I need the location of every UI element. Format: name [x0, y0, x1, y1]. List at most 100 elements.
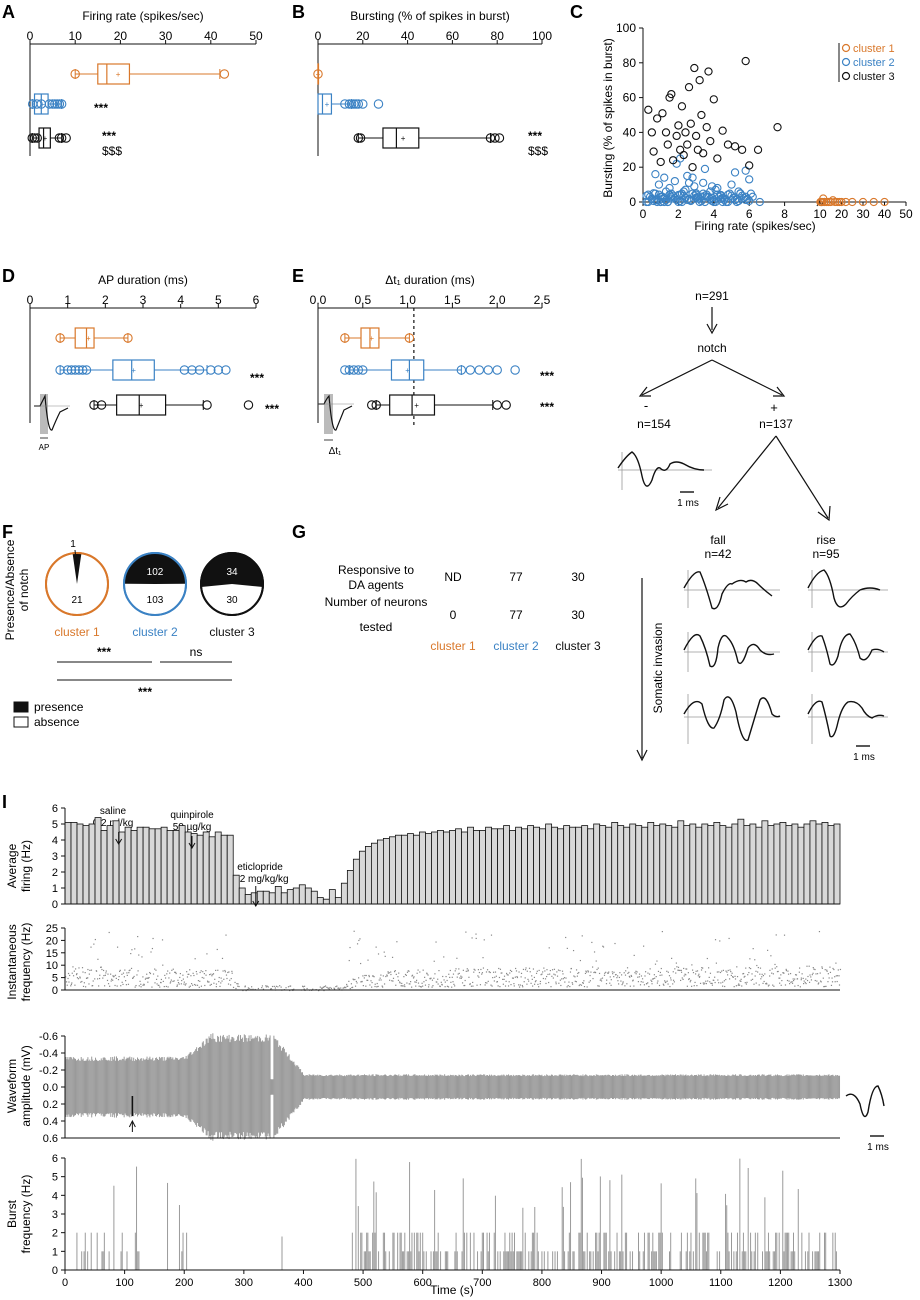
- frequency-point: [549, 973, 551, 975]
- frequency-point: [346, 983, 348, 986]
- frequency-point: [324, 985, 326, 988]
- bar: [683, 825, 691, 905]
- frequency-point: [728, 937, 730, 940]
- frequency-point: [175, 972, 177, 975]
- bar: [677, 820, 685, 905]
- frequency-point: [630, 974, 632, 977]
- bar: [815, 823, 823, 905]
- tick-label: 1.5: [444, 293, 461, 307]
- scatter-point: [704, 67, 713, 76]
- scatter-point: [745, 161, 754, 170]
- panel-f-ylabel-2: of notch: [17, 569, 31, 612]
- frequency-point: [456, 957, 458, 959]
- scatter-point: [718, 126, 727, 135]
- bar: [286, 889, 294, 905]
- frequency-point: [603, 974, 606, 976]
- tick-label: 0: [52, 899, 58, 911]
- outlier-point: [340, 99, 350, 109]
- frequency-point: [794, 978, 796, 980]
- frequency-point: [112, 975, 114, 977]
- pie-outline: [200, 552, 264, 616]
- frequency-point: [323, 989, 325, 992]
- frequency-point: [741, 985, 743, 987]
- frequency-point: [754, 959, 756, 961]
- frequency-point: [755, 982, 757, 984]
- scatter-point: [676, 145, 685, 154]
- frequency-point: [386, 975, 388, 977]
- tick-label: 5: [215, 293, 222, 307]
- frequency-point: [190, 975, 192, 977]
- scatter-point: [773, 123, 782, 132]
- frequency-point: [590, 971, 592, 973]
- mean-marker: +: [139, 401, 144, 410]
- frequency-point: [352, 978, 354, 980]
- bar: [641, 826, 649, 905]
- frequency-point: [416, 979, 418, 981]
- frequency-point: [770, 955, 772, 957]
- frequency-point: [685, 974, 687, 976]
- frequency-point: [189, 969, 191, 971]
- scatter-point: [745, 175, 754, 184]
- frequency-point: [458, 968, 460, 970]
- frequency-point: [597, 985, 599, 987]
- scatter-point: [651, 189, 660, 198]
- frequency-point: [638, 976, 640, 978]
- panel-c-xlabel: Firing rate (spikes/sec): [694, 219, 815, 233]
- frequency-point: [643, 945, 645, 947]
- bar: [142, 826, 150, 905]
- frequency-point: [506, 972, 508, 975]
- frequency-point: [84, 972, 86, 974]
- frequency-point: [287, 986, 290, 988]
- bar: [244, 894, 252, 905]
- frequency-point: [734, 975, 736, 977]
- dt-label: Δt₁: [329, 446, 342, 457]
- frequency-point: [166, 973, 168, 975]
- scatter-point: [644, 105, 653, 114]
- frequency-point: [817, 983, 819, 985]
- frequency-point: [128, 969, 130, 972]
- frequency-point: [355, 980, 357, 983]
- frequency-point: [554, 974, 556, 976]
- frequency-point: [520, 976, 522, 978]
- frequency-point: [518, 971, 520, 973]
- frequency-point: [714, 976, 716, 978]
- frequency-point: [377, 953, 380, 955]
- frequency-point: [468, 976, 470, 978]
- frequency-point: [403, 984, 406, 986]
- frequency-point: [427, 974, 429, 976]
- mean-marker: +: [401, 134, 406, 143]
- frequency-point: [822, 977, 824, 979]
- scatter-point: [727, 180, 736, 189]
- frequency-point: [125, 980, 127, 982]
- frequency-point: [231, 972, 233, 974]
- frequency-point: [155, 969, 157, 971]
- scatter-point: [674, 121, 683, 130]
- frequency-point: [556, 971, 558, 973]
- panel-letter-b: B: [292, 2, 305, 22]
- frequency-point: [761, 973, 763, 975]
- frequency-point: [395, 973, 397, 975]
- frequency-point: [192, 972, 194, 974]
- outlier-point: [221, 365, 231, 375]
- frequency-point: [494, 971, 497, 973]
- bar: [377, 839, 384, 905]
- frequency-point: [152, 937, 154, 940]
- frequency-point: [618, 983, 620, 985]
- frequency-point: [709, 972, 712, 974]
- outlier-point: [349, 365, 359, 375]
- frequency-point: [682, 978, 684, 981]
- frequency-point: [454, 985, 456, 987]
- frequency-point: [576, 975, 578, 977]
- bar: [383, 838, 390, 905]
- frequency-point: [176, 984, 178, 986]
- frequency-point: [155, 978, 158, 980]
- frequency-point: [727, 969, 729, 972]
- outlier-point: [474, 365, 485, 375]
- frequency-point: [515, 967, 517, 970]
- outlier-point: [123, 333, 133, 343]
- outlier-point: [70, 365, 80, 375]
- frequency-point: [431, 986, 433, 988]
- bar: [785, 825, 793, 905]
- frequency-point: [778, 977, 780, 979]
